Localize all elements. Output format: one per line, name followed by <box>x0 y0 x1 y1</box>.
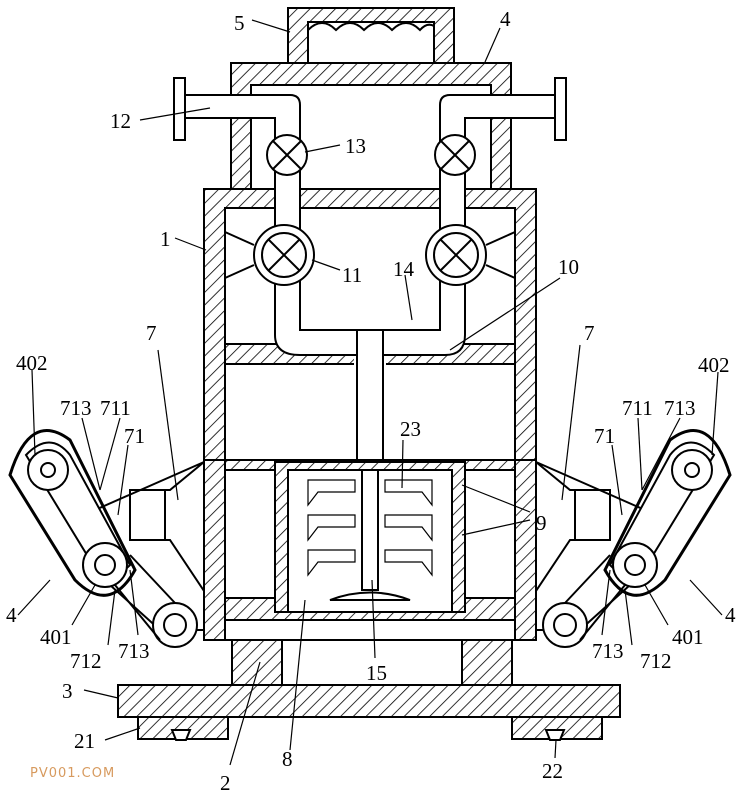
label-713-left: 713 <box>60 396 92 420</box>
label-23: 23 <box>400 417 421 441</box>
leader-lines <box>17 19 723 766</box>
label-14: 14 <box>393 257 415 281</box>
part-labels: 5 4 12 13 1 11 14 10 7 7 402 402 713 711… <box>6 7 736 795</box>
label-401-left: 401 <box>40 625 72 649</box>
label-21: 21 <box>74 729 95 753</box>
label-8: 8 <box>282 747 293 771</box>
label-7-left: 7 <box>146 321 157 345</box>
label-713-left-low: 713 <box>118 639 150 663</box>
label-402-left: 402 <box>16 351 48 375</box>
watermark: PV001.COM <box>30 766 115 781</box>
label-22: 22 <box>542 759 563 783</box>
label-713-right: 713 <box>664 396 696 420</box>
top-cap <box>287 7 455 64</box>
label-7-right: 7 <box>584 321 595 345</box>
label-15: 15 <box>366 661 387 685</box>
label-71-right: 71 <box>594 424 615 448</box>
label-713-right-low: 713 <box>592 639 624 663</box>
pumps <box>224 224 516 286</box>
label-401-right: 401 <box>672 625 704 649</box>
label-2: 2 <box>220 771 231 795</box>
label-4-right: 4 <box>725 603 736 627</box>
label-711-right: 711 <box>622 396 653 420</box>
label-712-left: 712 <box>70 649 102 673</box>
label-3: 3 <box>62 679 73 703</box>
label-10: 10 <box>558 255 579 279</box>
lower-chamber <box>203 459 537 641</box>
valves <box>266 134 476 176</box>
label-712-right: 712 <box>640 649 672 673</box>
label-1: 1 <box>160 227 171 251</box>
label-11: 11 <box>342 263 362 287</box>
label-13: 13 <box>345 134 366 158</box>
label-71-left: 71 <box>124 424 145 448</box>
label-4-left: 4 <box>6 603 17 627</box>
left-belt-assembly <box>8 429 198 648</box>
label-9: 9 <box>536 511 547 535</box>
label-12: 12 <box>110 109 131 133</box>
label-5: 5 <box>234 11 245 35</box>
label-402-right: 402 <box>698 353 730 377</box>
right-belt-assembly <box>542 429 732 648</box>
label-711-left: 711 <box>100 396 131 420</box>
label-4-top: 4 <box>500 7 511 31</box>
base <box>117 639 621 741</box>
